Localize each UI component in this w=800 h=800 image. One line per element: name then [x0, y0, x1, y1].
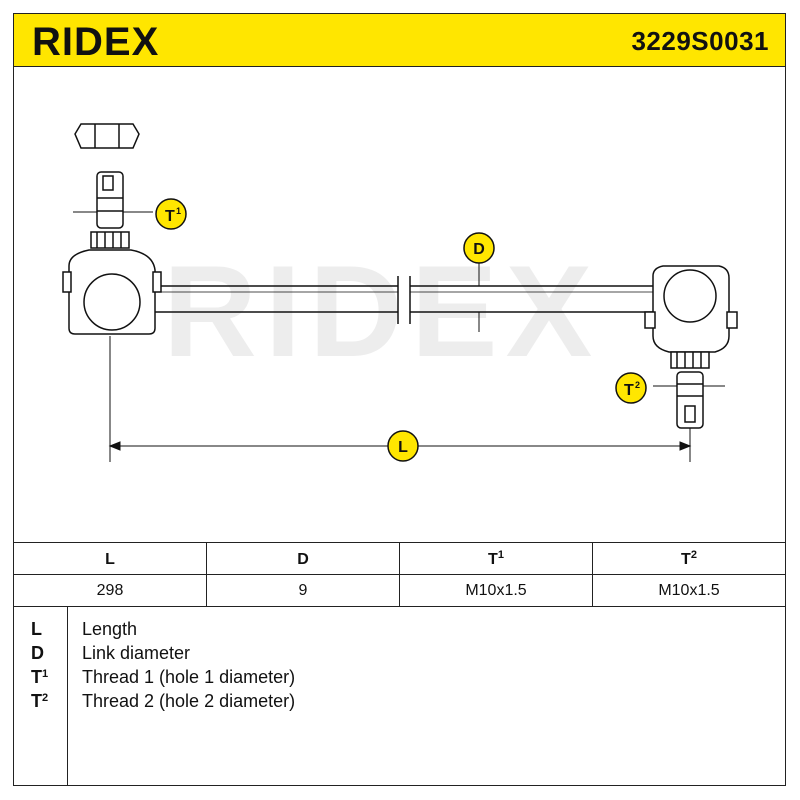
callout-t1-label: T	[165, 208, 175, 225]
legend-divider	[67, 607, 68, 786]
left-ball-joint	[62, 123, 162, 335]
specs-header-l: L	[13, 542, 207, 575]
legend-description: Length	[82, 619, 138, 639]
ridex-logo: RIDEX	[32, 20, 159, 62]
legend-symbol: T1	[31, 667, 49, 687]
left-stud	[96, 171, 124, 229]
specs-value-row: 298 9 M10x1.5 M10x1.5	[13, 574, 786, 607]
callout-t1: T 1	[155, 198, 187, 230]
legend-item: T1 Thread 1 (hole 1 diameter)	[13, 667, 786, 691]
legend-item: L Length	[13, 619, 786, 643]
legend-symbol: T2	[31, 691, 49, 711]
callout-t2-sup: 2	[635, 380, 640, 390]
legend-item: T2 Thread 2 (hole 2 diameter)	[13, 691, 786, 715]
right-collar	[670, 351, 710, 369]
legend-item: D Link diameter	[13, 643, 786, 667]
specs-table: L D T1 T2 298 9 M10x1.5 M10x1.5	[13, 542, 786, 607]
part-number: 3229S0031	[631, 26, 769, 56]
right-stud	[676, 371, 704, 429]
technical-drawing: RIDEX	[62, 123, 738, 462]
legend-description: Link diameter	[82, 643, 191, 663]
specs-value-t1: M10x1.5	[399, 574, 593, 607]
legend-symbol: L	[31, 619, 42, 639]
specs-header-row: L D T1 T2	[13, 542, 786, 575]
link-rod	[148, 276, 653, 324]
hex-nut	[74, 123, 140, 149]
right-ball	[663, 269, 717, 323]
callout-l: L	[387, 430, 419, 462]
header-bar: RIDEX 3229S0031	[13, 13, 786, 67]
specs-value-t2: M10x1.5	[592, 574, 786, 607]
callout-d: D	[463, 232, 495, 264]
legend-symbol: D	[31, 643, 44, 663]
callout-t1-sup: 1	[176, 206, 181, 216]
callout-d-label: D	[473, 241, 485, 258]
specs-value-l: 298	[13, 574, 207, 607]
specs-header-t2: T2	[592, 542, 786, 575]
specs-header-d: D	[206, 542, 400, 575]
legend-description: Thread 1 (hole 1 diameter)	[82, 667, 296, 687]
specs-value-d: 9	[206, 574, 400, 607]
callout-l-label: L	[398, 439, 408, 456]
left-collar	[90, 231, 130, 249]
right-ball-joint	[644, 265, 738, 429]
callout-t2: T 2	[615, 372, 647, 404]
legend: L Length D Link diameter T1 Thread 1 (ho…	[13, 607, 786, 786]
brand-wordmark: RIDEX	[32, 20, 159, 62]
watermark-text: RIDEX	[163, 238, 600, 384]
specs-header-t1: T1	[399, 542, 593, 575]
legend-description: Thread 2 (hole 2 diameter)	[82, 691, 296, 711]
left-ball	[83, 273, 141, 331]
callout-t2-label: T	[624, 382, 634, 399]
